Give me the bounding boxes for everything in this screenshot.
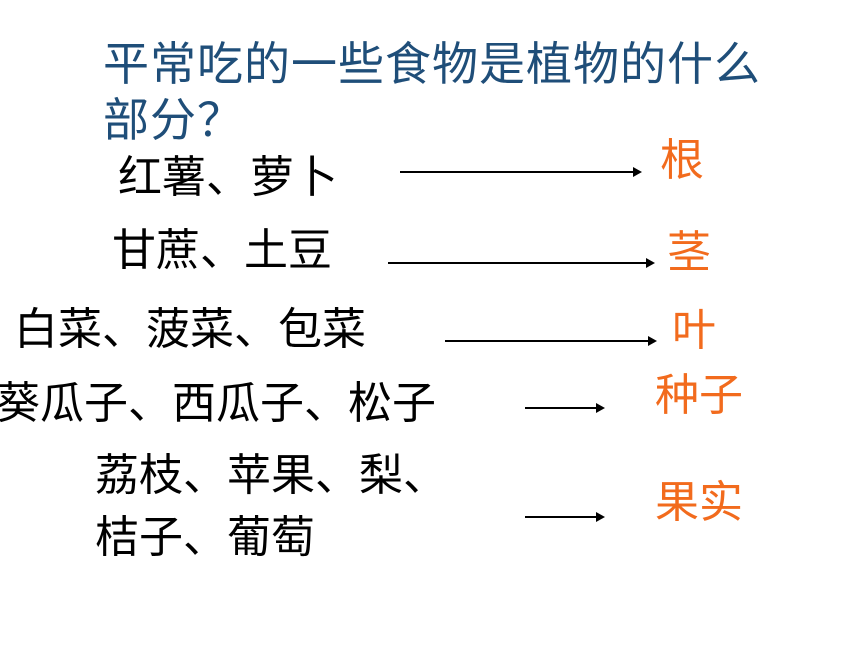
- foods-row-2: 甘蔗、土豆: [112, 225, 332, 276]
- question-title: 平常吃的一些食物是植物的什么部分？: [103, 37, 761, 147]
- arrow-4: [525, 403, 605, 413]
- arrow-3: [445, 336, 657, 346]
- plant-part-root: 根: [660, 135, 704, 186]
- plant-part-fruit: 果实: [655, 477, 743, 528]
- plant-part-stem: 茎: [667, 227, 711, 278]
- plant-part-leaf: 叶: [672, 305, 716, 356]
- foods-row-5-line-1: 荔枝、苹果、梨、: [95, 450, 447, 501]
- foods-row-1: 红薯、萝卜: [118, 152, 338, 203]
- foods-row-4: 葵瓜子、西瓜子、松子: [0, 378, 436, 429]
- arrow-1: [400, 167, 642, 177]
- foods-row-5-line-2: 桔子、葡萄: [95, 512, 315, 563]
- arrow-5: [525, 512, 605, 522]
- foods-row-3: 白菜、菠菜、包菜: [14, 304, 366, 355]
- plant-part-seed: 种子: [655, 370, 743, 421]
- arrow-2: [388, 258, 655, 268]
